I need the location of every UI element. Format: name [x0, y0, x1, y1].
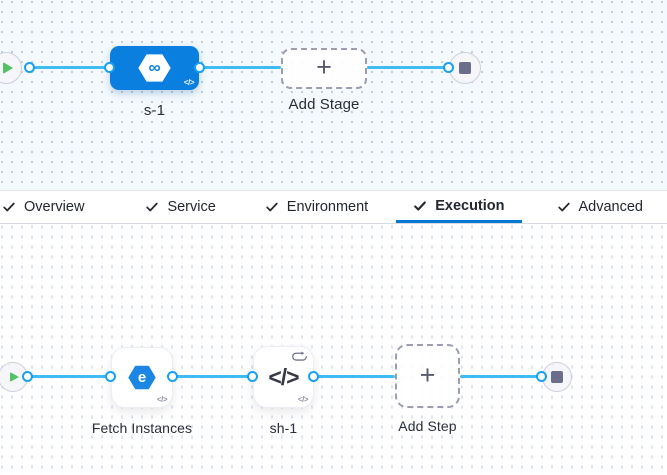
check-icon	[414, 200, 427, 211]
connector-dot	[247, 371, 258, 382]
stage-pipeline-canvas[interactable]: ∞ </> s-1 + Add Stage	[0, 0, 667, 190]
tab-execution[interactable]: Execution	[396, 191, 522, 223]
add-step-label: Add Step	[398, 418, 457, 434]
stage-config-tab-bar: Overview Service Environment Execution A…	[0, 190, 667, 224]
tab-advanced[interactable]: Advanced	[557, 191, 643, 223]
step-node-fetch-instances[interactable]: e </>	[111, 347, 173, 408]
edge	[314, 375, 395, 378]
edge	[29, 66, 110, 69]
check-icon	[146, 202, 159, 212]
add-step-button[interactable]: +	[395, 344, 460, 408]
plus-icon: +	[419, 359, 436, 390]
code-icon: </>	[156, 395, 168, 404]
loop-icon	[291, 351, 308, 369]
stage-node-s-1[interactable]: ∞ </>	[110, 46, 199, 90]
plus-icon: +	[316, 52, 332, 82]
edge	[28, 375, 111, 378]
connector-dot	[104, 62, 115, 73]
step-node-sh-1[interactable]: </> </>	[253, 346, 314, 408]
connector-dot	[167, 371, 178, 382]
add-stage-button[interactable]: +	[281, 48, 367, 89]
check-icon	[266, 202, 278, 212]
pipeline-end-node	[449, 52, 481, 84]
connector-dot	[105, 371, 116, 382]
pipeline-start-node	[0, 52, 22, 84]
stage-name-label: s-1	[143, 102, 166, 119]
connector-dot	[24, 62, 35, 73]
add-stage-label: Add Stage	[288, 96, 360, 113]
stop-icon	[551, 371, 563, 383]
edge	[460, 375, 542, 378]
edge	[199, 66, 281, 69]
check-icon	[3, 202, 15, 212]
shell-script-icon: </>	[268, 363, 299, 390]
code-icon: </>	[183, 78, 195, 87]
connector-dot	[443, 62, 454, 73]
elastigroup-icon: e	[128, 365, 156, 390]
connector-dot	[308, 371, 319, 382]
tab-service[interactable]: Service	[145, 191, 216, 223]
step-name-label: Fetch Instances	[91, 420, 193, 436]
tab-overview[interactable]: Overview	[2, 191, 84, 223]
edge	[173, 375, 253, 378]
execution-steps-canvas[interactable]: e </> Fetch Instances </> </> sh-1 + Add…	[0, 224, 667, 475]
connector-dot	[194, 62, 205, 73]
deploy-stage-icon: ∞	[138, 54, 171, 82]
code-icon: </>	[297, 395, 309, 404]
play-icon	[2, 62, 13, 74]
step-name-label: sh-1	[269, 420, 298, 436]
connector-dot	[536, 371, 547, 382]
play-icon	[10, 372, 19, 382]
connector-dot	[22, 371, 33, 382]
stop-icon	[459, 62, 471, 74]
edge	[367, 66, 449, 69]
check-icon	[557, 202, 570, 212]
tab-environment[interactable]: Environment	[265, 191, 368, 223]
